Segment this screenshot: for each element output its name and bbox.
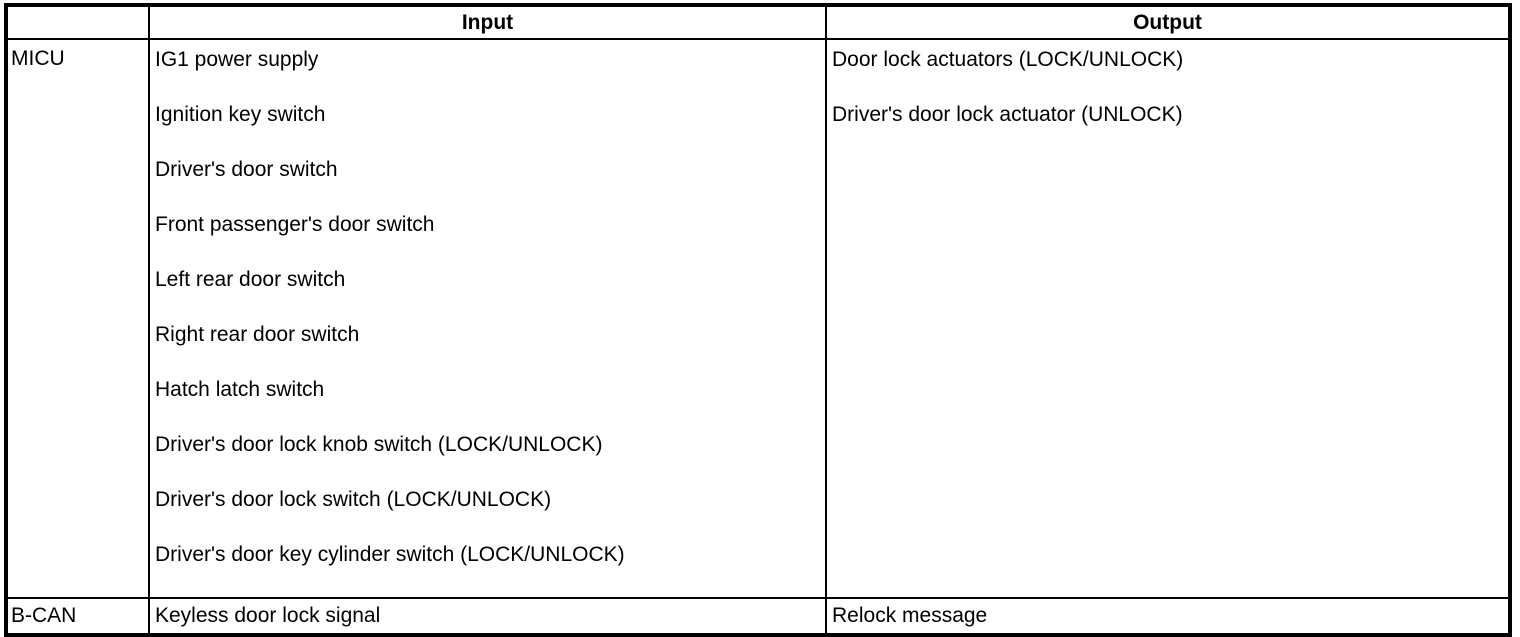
input-item: Left rear door switch [155,268,346,291]
source-label-bcan: B-CAN [5,597,150,636]
manual-page: Input Output MICU IG1 power supply Ignit… [4,3,1512,637]
input-item: IG1 power supply [155,48,319,71]
bcan-input-cell: Keyless door lock signal [148,597,827,636]
micu-output-cell: Door lock actuators (LOCK/UNLOCK) Driver… [825,38,1511,599]
input-output-table: Input Output MICU IG1 power supply Ignit… [4,3,1512,637]
source-label-micu: MICU [5,38,150,599]
input-item: Driver's door key cylinder switch (LOCK/… [155,543,625,566]
header-cell-input: Input [148,4,827,40]
input-item: Driver's door lock switch (LOCK/UNLOCK) [155,488,552,511]
header-row: Input Output [5,4,1511,40]
input-item: Driver's door lock knob switch (LOCK/UNL… [155,433,603,456]
output-item: Relock message [832,604,988,627]
table-row-micu: MICU IG1 power supply Ignition key switc… [5,38,1511,599]
micu-input-cell: IG1 power supply Ignition key switch Dri… [148,38,827,599]
output-item: Driver's door lock actuator (UNLOCK) [832,103,1183,126]
table-row-bcan: B-CAN Keyless door lock signal Relock me… [5,597,1511,636]
input-item: Front passenger's door switch [155,213,435,236]
header-cell-blank [5,4,150,40]
header-cell-output: Output [825,4,1511,40]
input-item: Right rear door switch [155,323,360,346]
bcan-output-cell: Relock message [825,597,1511,636]
input-item: Ignition key switch [155,103,326,126]
output-item: Door lock actuators (LOCK/UNLOCK) [832,48,1184,71]
input-item: Hatch latch switch [155,378,325,401]
input-item: Driver's door switch [155,158,338,181]
input-item: Keyless door lock signal [155,604,381,627]
